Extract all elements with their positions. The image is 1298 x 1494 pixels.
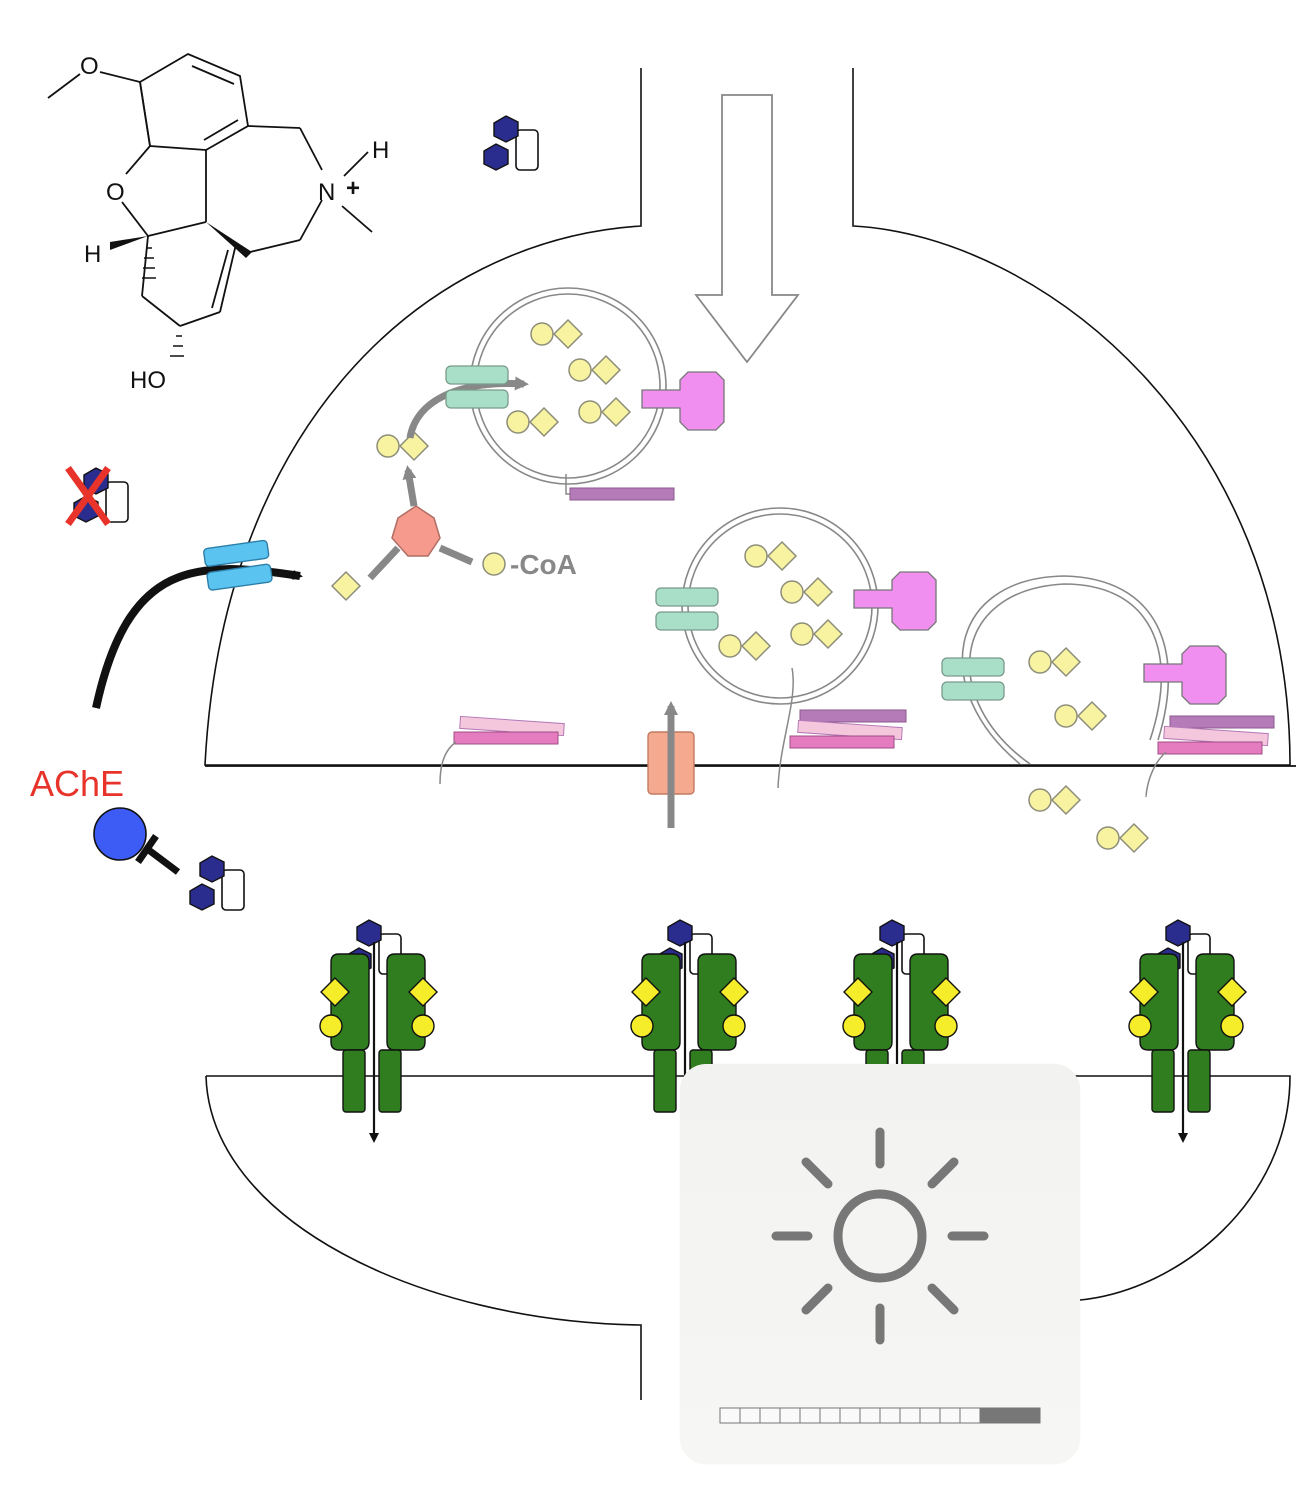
ache-label: AChE [30,763,124,804]
snare-complex [439,715,565,785]
galantamine-icon [483,115,539,171]
inhibition-bar [143,845,181,875]
brightness-segment [1019,1407,1041,1424]
brightness-segment [779,1407,801,1424]
choline-transporter [203,539,273,591]
brightness-segment [919,1407,941,1424]
calcium-channel [647,701,695,828]
released-acetylcholine [1096,823,1149,853]
stereo-hydrogen: H [84,241,101,268]
postsynaptic-membrane [206,1075,1291,1301]
galantamine-icon [189,855,245,911]
ammonium-n: N [318,179,335,206]
fusing-vesicle [941,575,1275,797]
brightness-level-bar [719,1407,1041,1424]
acetylcholine-molecule [376,431,429,461]
nicotinic-receptor [1129,920,1246,1138]
ring-o: O [106,179,125,206]
brightness-segment [719,1407,741,1424]
synaptic-vesicle [655,507,937,789]
choline-acetyltransferase [367,465,474,581]
synaptic-vesicle [445,287,725,501]
blocked-galantamine-icon [65,465,129,527]
brightness-segment [899,1407,921,1424]
methoxy-o: O [80,53,99,80]
brightness-segment [979,1407,1001,1424]
brightness-segment [959,1407,981,1424]
brightness-segment [939,1407,961,1424]
acetylcholinesterase [93,807,147,861]
sun-icon [771,1127,989,1345]
brightness-segment [879,1407,901,1424]
n-hydrogen: H [372,137,389,164]
action-potential-arrow [694,94,800,364]
nicotinic-receptor [320,920,437,1138]
brightness-segment [739,1407,761,1424]
brightness-segment [999,1407,1021,1424]
choline-diamond [330,570,362,602]
brightness-segment [799,1407,821,1424]
brightness-overlay [680,1064,1080,1464]
brightness-segment [859,1407,881,1424]
presynaptic-membrane [204,68,1291,766]
choline-uptake-arrow [92,565,303,709]
hydroxyl-group: HO [130,367,166,394]
galantamine-structure [47,52,373,327]
coa-label: -CoA [510,549,577,580]
brightness-segment [819,1407,841,1424]
released-acetylcholine [1028,785,1081,815]
positive-charge: + [346,175,360,202]
brightness-segment [759,1407,781,1424]
brightness-segment [839,1407,861,1424]
